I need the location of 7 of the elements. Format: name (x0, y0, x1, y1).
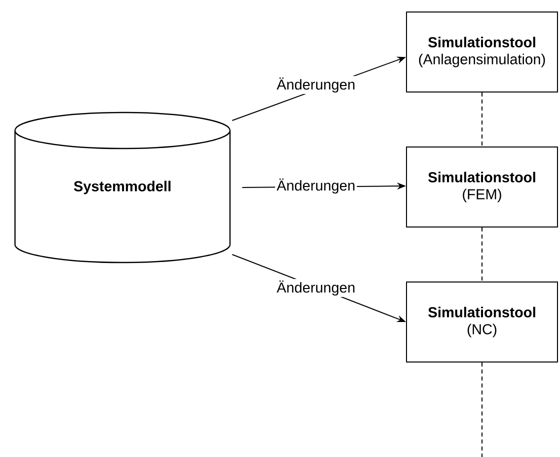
database-cylinder: Systemmodell (14, 112, 231, 264)
edge-label: Änderungen (275, 76, 357, 94)
process-box: Simulationstool (NC) (406, 282, 558, 362)
process-box: Simulationstool (FEM) (406, 146, 558, 228)
edge-label: Änderungen (275, 176, 357, 196)
edge-label: Änderungen (275, 278, 357, 298)
process-box: Simulationstool (Anlagensimulation) (406, 12, 558, 92)
